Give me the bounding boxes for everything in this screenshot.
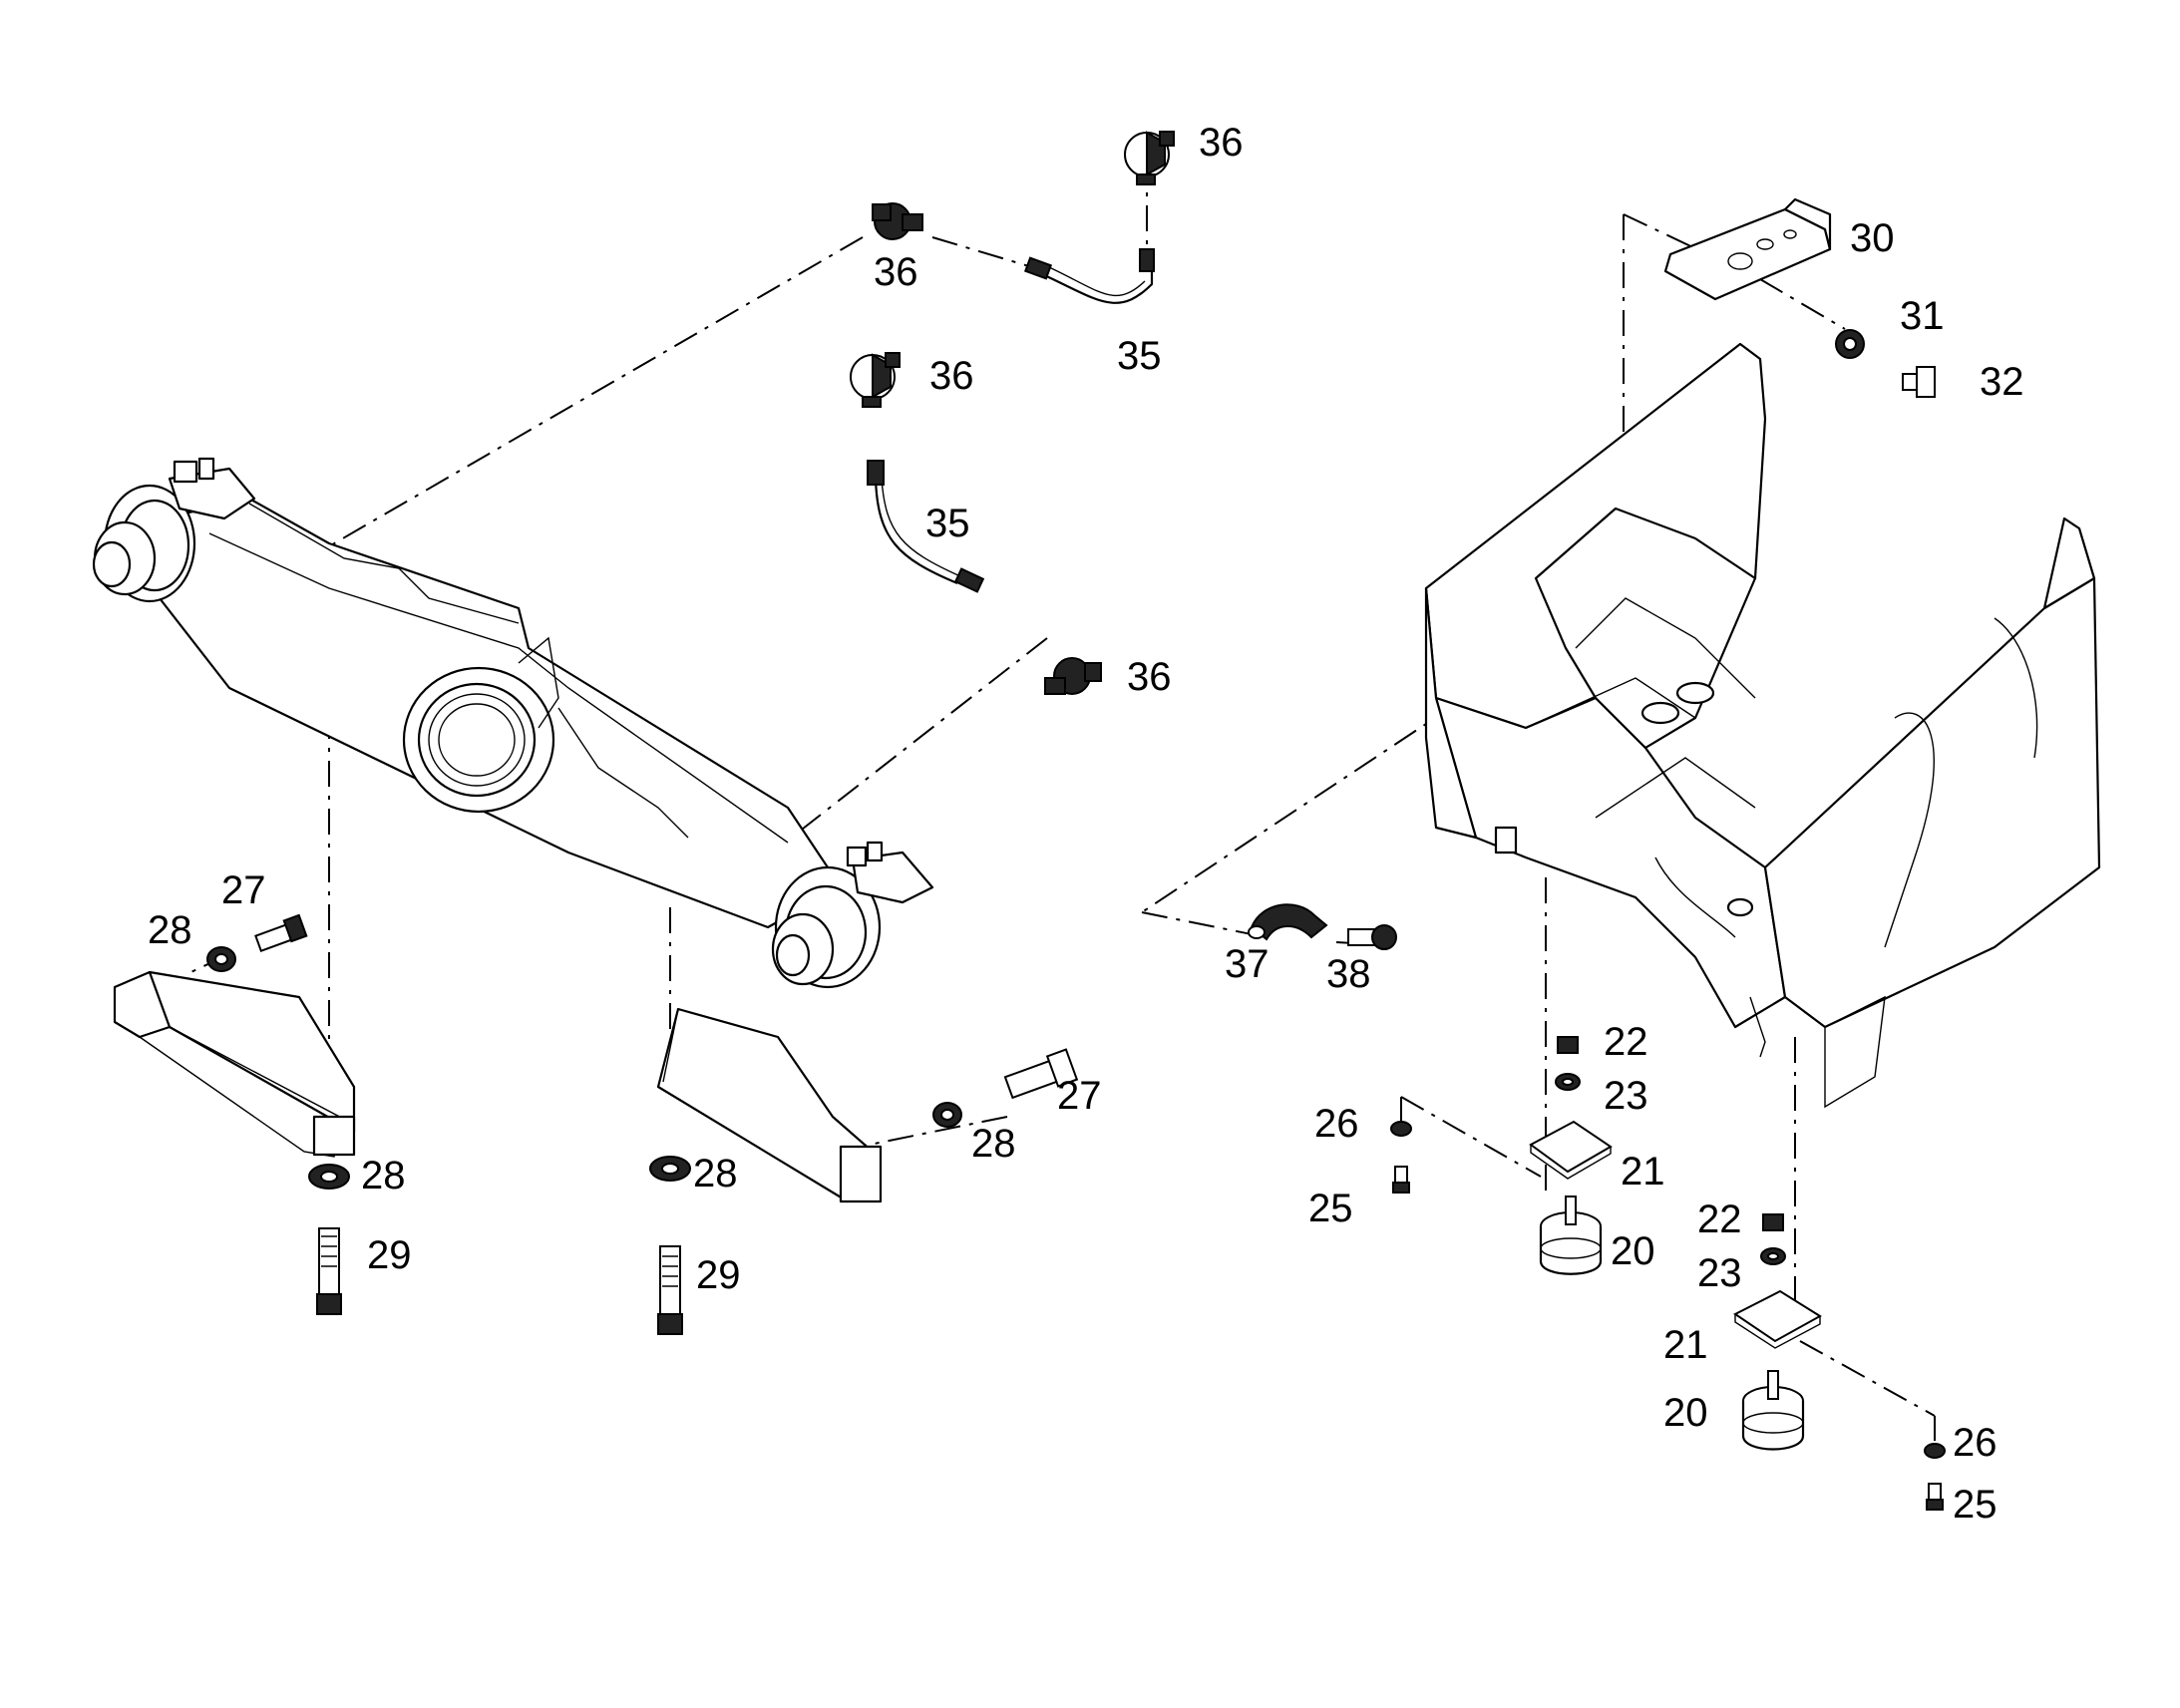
washer-28-center <box>650 1157 690 1181</box>
washer-23-lower <box>1761 1248 1785 1264</box>
callout-38: 38 <box>1326 952 1371 996</box>
callout-35: 35 <box>1117 334 1162 378</box>
callout-35: 35 <box>925 502 970 545</box>
leader-lines <box>183 158 1936 1441</box>
plate-21-lower <box>1735 1291 1820 1348</box>
callout-22: 22 <box>1697 1197 1742 1241</box>
hose-lower <box>868 461 983 591</box>
callout-36: 36 <box>929 354 974 398</box>
callout-25: 25 <box>1308 1187 1353 1230</box>
bolt-29-left <box>317 1228 341 1314</box>
tee-fitting-upper-right <box>1125 132 1174 184</box>
nut-22-upper <box>1558 1037 1578 1053</box>
callout-32: 32 <box>1980 360 2024 404</box>
callout-36: 36 <box>874 250 918 294</box>
left-mount-bracket <box>115 972 354 1157</box>
bolt-27-lower <box>1005 1050 1077 1098</box>
callout-21: 21 <box>1621 1150 1665 1194</box>
bolt-25-upper <box>1393 1167 1409 1193</box>
isolator-20-lower <box>1743 1371 1803 1450</box>
plate-21-upper <box>1531 1122 1611 1179</box>
callout-27: 27 <box>221 868 266 912</box>
bolt-29-center <box>658 1246 682 1334</box>
callout-36: 36 <box>1199 121 1244 165</box>
hose-upper <box>1025 249 1154 303</box>
callout-26: 26 <box>1314 1102 1359 1146</box>
washer-28-right <box>933 1103 961 1127</box>
bolt-27-upper <box>255 915 306 951</box>
callout-25: 25 <box>1953 1483 1998 1527</box>
callout-36: 36 <box>1127 655 1172 699</box>
callout-28: 28 <box>361 1154 406 1197</box>
bracket-30 <box>1665 199 1830 299</box>
washer-28-upper <box>207 947 235 971</box>
callout-23: 23 <box>1604 1074 1648 1118</box>
tee-fitting-middle <box>851 353 900 407</box>
callout-29: 29 <box>696 1253 741 1297</box>
isolator-20-upper <box>1541 1196 1601 1274</box>
axle-beam <box>94 459 932 987</box>
washer-28-left <box>309 1165 349 1189</box>
callout-21: 21 <box>1663 1323 1708 1367</box>
callout-37: 37 <box>1225 942 1270 986</box>
callout-28: 28 <box>148 908 192 952</box>
washer-31 <box>1836 330 1864 358</box>
tee-fitting-upper-left <box>873 203 922 239</box>
clamp-37 <box>1249 904 1326 939</box>
frame-housing <box>1426 344 2099 1107</box>
callout-20: 20 <box>1611 1229 1655 1273</box>
bolt-38 <box>1348 925 1396 949</box>
callout-28: 28 <box>693 1152 738 1196</box>
callout-22: 22 <box>1604 1020 1648 1064</box>
callout-20: 20 <box>1663 1391 1708 1435</box>
tee-fitting-lower <box>1045 658 1101 694</box>
bolt-32 <box>1903 367 1935 397</box>
washer-26-lower <box>1925 1444 1945 1458</box>
callout-31: 31 <box>1900 294 1945 338</box>
washer-23-upper <box>1556 1074 1580 1090</box>
washer-26-upper <box>1391 1122 1411 1136</box>
callout-labels: 36 36 36 36 35 35 30 31 32 27 28 28 29 2… <box>148 121 2024 1527</box>
bolt-25-lower <box>1927 1484 1943 1510</box>
callout-23: 23 <box>1697 1251 1742 1295</box>
center-mount-bracket <box>658 1009 881 1201</box>
nut-22-lower <box>1763 1214 1783 1230</box>
callout-27: 27 <box>1057 1074 1102 1118</box>
callout-26: 26 <box>1953 1421 1998 1465</box>
callout-30: 30 <box>1850 216 1895 260</box>
callout-28: 28 <box>971 1122 1016 1166</box>
callout-29: 29 <box>367 1233 412 1277</box>
